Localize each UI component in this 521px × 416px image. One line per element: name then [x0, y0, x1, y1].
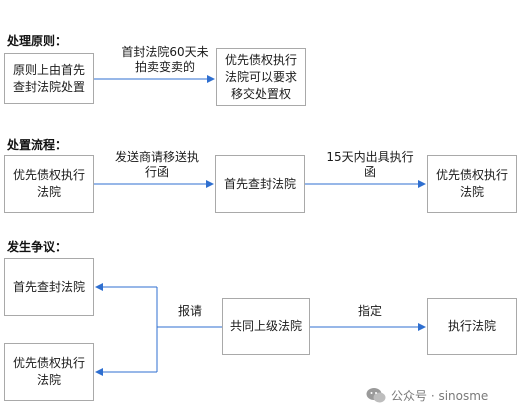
- box-process-first-seizure: 首先查封法院: [215, 155, 305, 213]
- watermark-text: 公众号 · sinosme: [391, 388, 489, 403]
- box-dispute-executing-court: 执行法院: [427, 298, 517, 355]
- edge-label-designate: 指定: [357, 304, 382, 318]
- box-principle-priority-court: 优先债权执行 法院可以要求 移交处置权: [216, 48, 306, 106]
- box-label: 共同上级法院: [229, 319, 302, 333]
- box-label: 优先债权执行 法院: [435, 168, 508, 199]
- box-dispute-first-seizure: 首先查封法院: [4, 258, 94, 316]
- box-label: 原则上由首先 查封法院处置: [12, 62, 85, 94]
- box-label: 首先查封法院: [12, 279, 85, 294]
- box-dispute-common-superior-court: 共同上级法院: [222, 298, 310, 355]
- box-dispute-priority-court: 优先债权执行 法院: [4, 343, 94, 401]
- box-label: 优先债权执行 法院: [12, 168, 85, 199]
- box-process-priority-court-start: 优先债权执行 法院: [4, 155, 94, 213]
- box-principle-first-seizure: 原则上由首先 查封法院处置: [4, 53, 94, 104]
- box-process-priority-court-end: 优先债权执行 法院: [427, 155, 517, 213]
- watermark: 公众号 · sinosme: [366, 384, 488, 406]
- section-title-process: 处置流程：: [7, 138, 68, 152]
- edge-label-send-letter: 发送商请移送执 行函: [114, 150, 199, 179]
- edge-label-report: 报请: [177, 304, 202, 318]
- box-label: 首先查封法院: [223, 176, 296, 191]
- section-title-principle: 处理原则：: [7, 34, 68, 48]
- edge-label-60-days: 首封法院60天未 拍卖变卖的: [121, 45, 209, 74]
- wechat-icon: [366, 387, 386, 402]
- box-label: 优先债权执行 法院: [12, 356, 85, 387]
- box-label: 执行法院: [447, 319, 496, 333]
- edge-label-15-days: 15天内出具执行 函: [326, 150, 414, 179]
- box-label: 优先债权执行 法院可以要求 移交处置权: [224, 52, 297, 101]
- section-title-dispute: 发生争议：: [7, 240, 68, 254]
